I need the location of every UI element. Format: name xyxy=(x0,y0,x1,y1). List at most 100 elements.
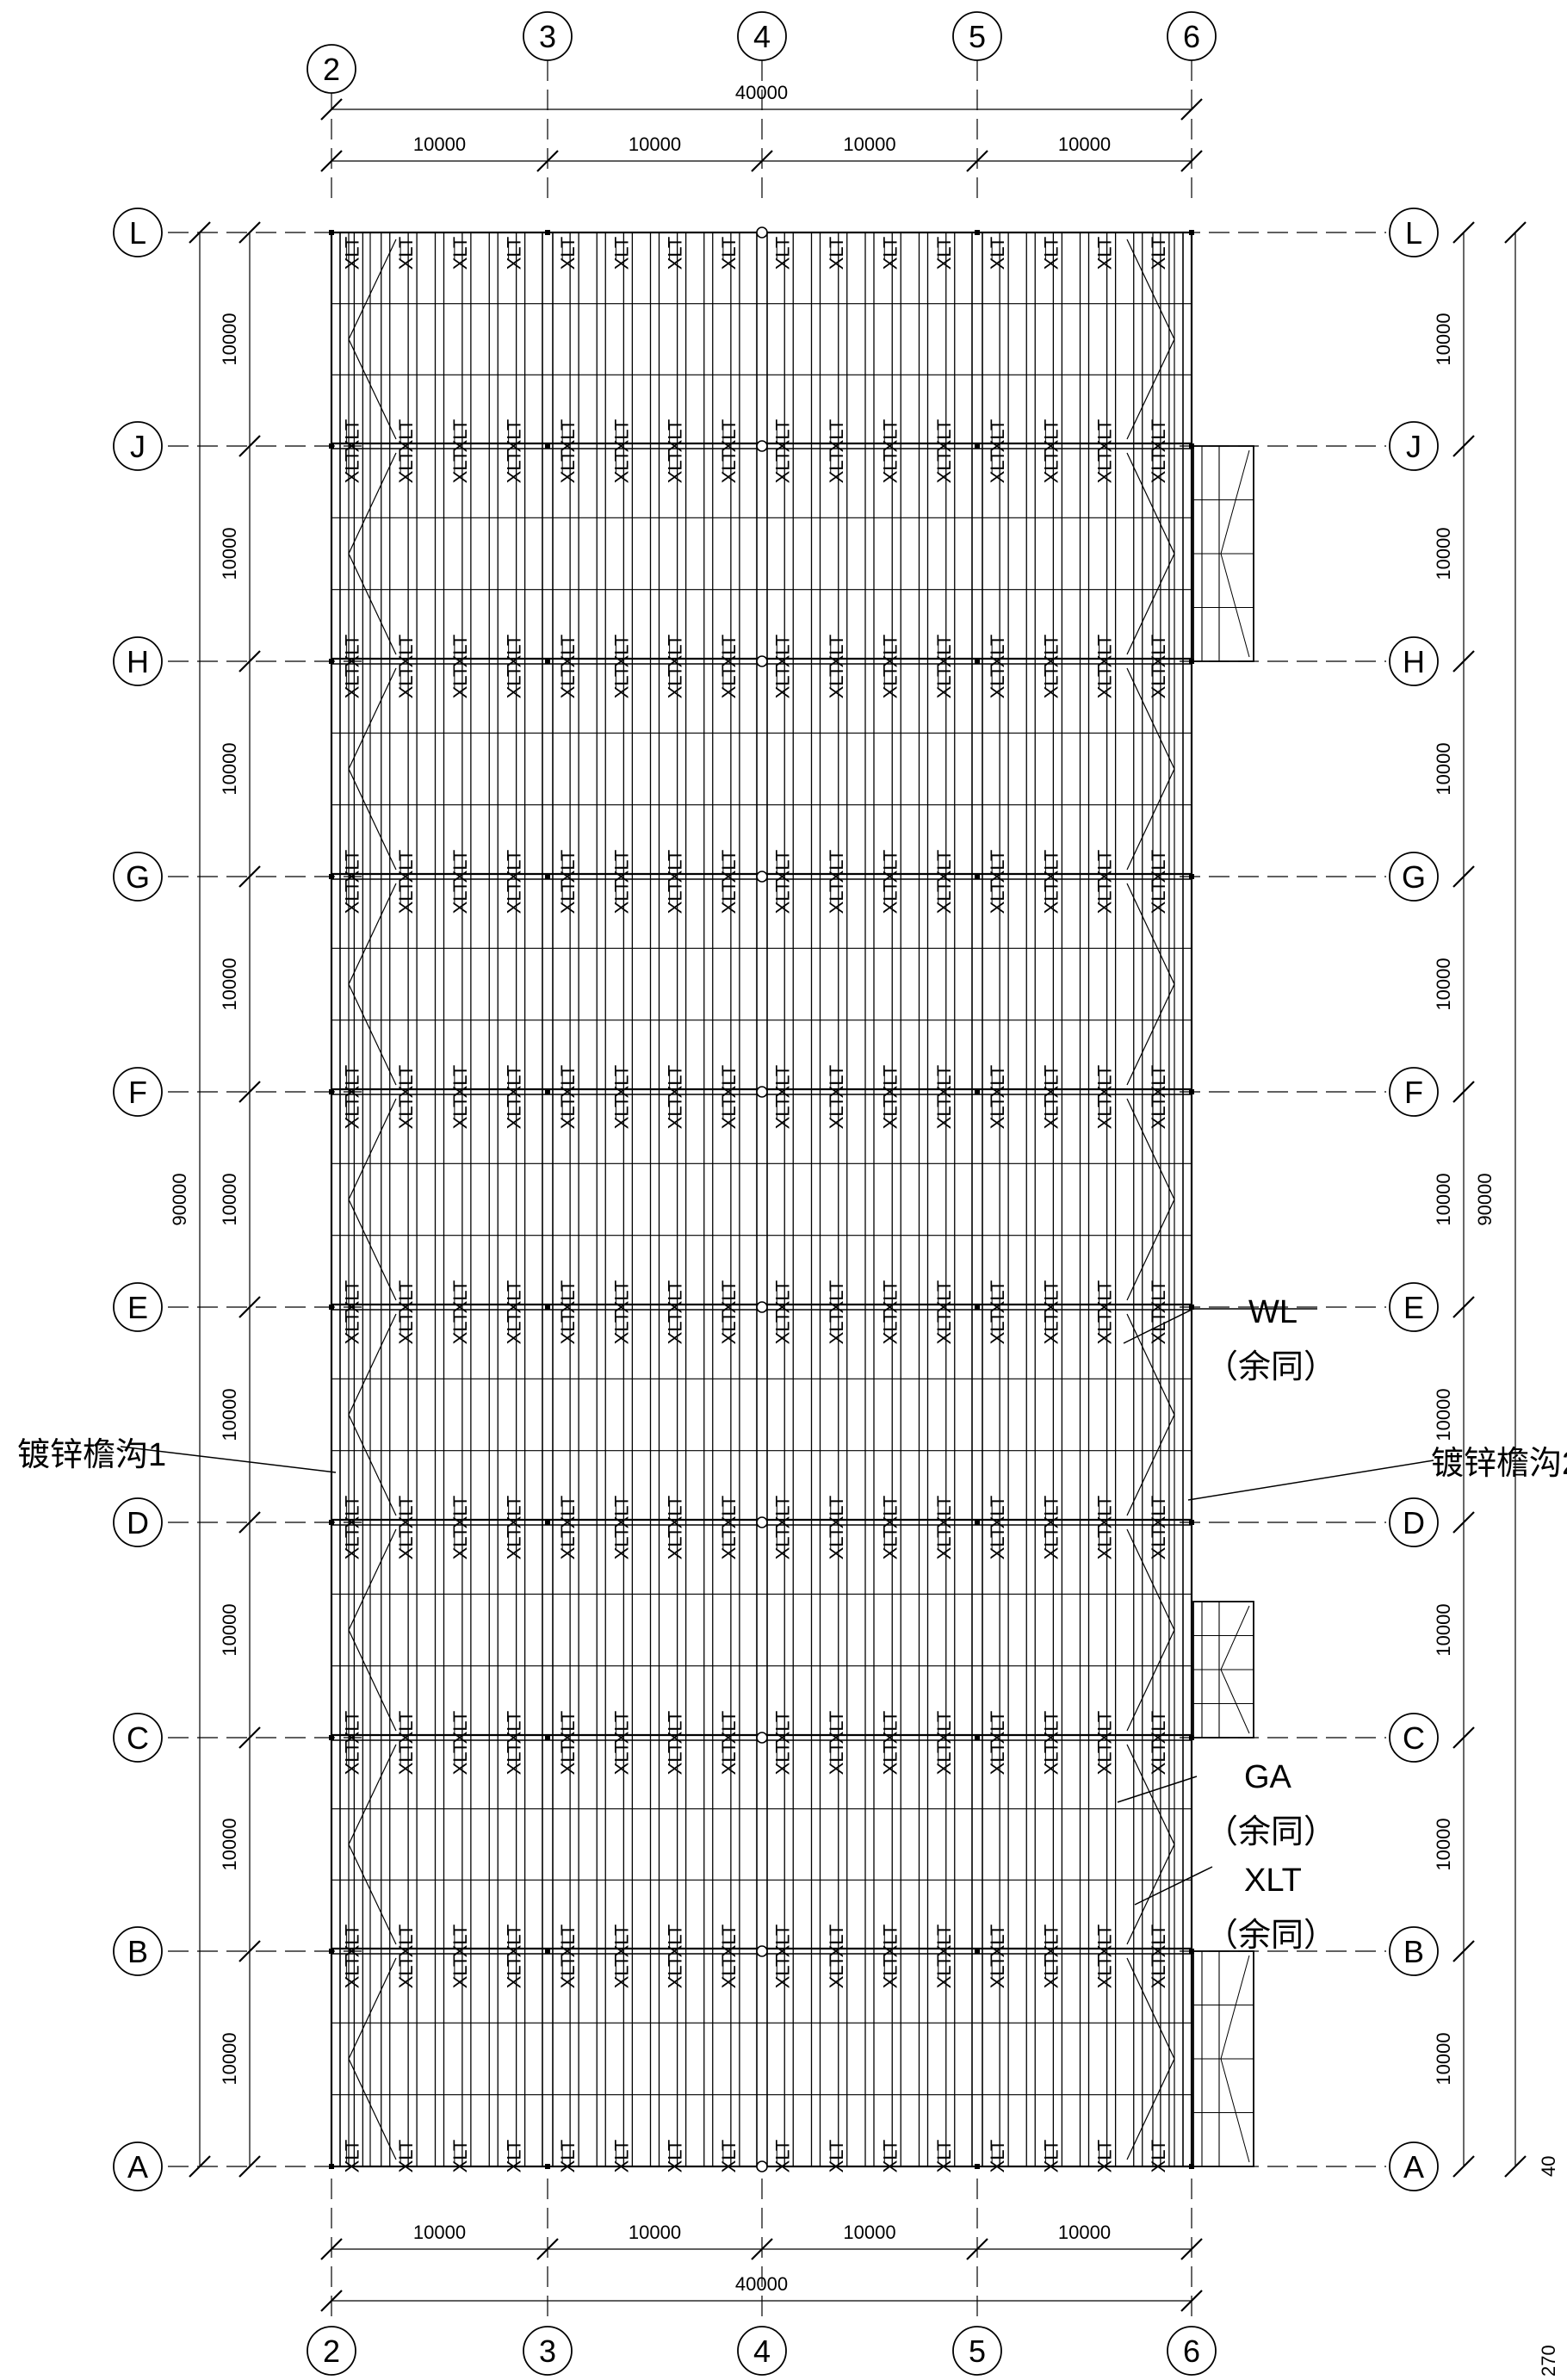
dim-left-bay: 10000 xyxy=(219,313,240,365)
purlin-tag-text: XLT xyxy=(395,1924,417,1958)
purlin-tag-text: XLT xyxy=(504,881,525,914)
purlin-tag-text: XLT xyxy=(1094,450,1116,484)
dim-tick xyxy=(238,1081,261,1103)
purlin-tag-text: XLT xyxy=(1148,1527,1169,1560)
purlin-tag-text: XLT xyxy=(665,1280,686,1314)
purlin-tag-text: XLT xyxy=(879,850,901,883)
dim-tick xyxy=(1180,150,1203,172)
purlin-tag-text: XLT xyxy=(1040,1065,1062,1099)
purlin-tag-text: XLT xyxy=(449,1280,471,1314)
purlin-tag-text: XLT xyxy=(718,1711,740,1745)
dim-bottom-bay: 10000 xyxy=(629,2222,681,2243)
purlin-tag-text: XLT xyxy=(826,1924,847,1958)
dim-tick xyxy=(1452,1511,1475,1534)
purlin-tag-text: XLT xyxy=(610,2140,632,2173)
purlin-tag-text: XLT xyxy=(395,450,417,484)
purlin-tag-text: XLT xyxy=(504,1065,525,1099)
purlin-tag-text: XLT xyxy=(504,419,525,453)
axis-bubble-right-F: F xyxy=(1389,1067,1439,1117)
purlin-tag-text: XLT xyxy=(665,1527,686,1560)
axis-bubble-bottom-3-circle xyxy=(523,2326,573,2376)
brace-left xyxy=(348,667,397,871)
purlin-tag-text: XLT xyxy=(933,419,955,453)
purlin-tag-text: XLT xyxy=(1040,881,1062,914)
purlin-tag: XLT xyxy=(665,1496,686,1529)
column-node xyxy=(329,1735,334,1740)
purlin-tag-text: XLT xyxy=(610,1065,632,1099)
purlin-tag: XLT xyxy=(1094,2140,1116,2173)
purlin-tag: XLT xyxy=(1040,1955,1062,1989)
purlin-tag-text: XLT xyxy=(610,881,632,914)
axis-bubble-bottom-6: 6 xyxy=(1167,2326,1217,2376)
purlin-tag: XLT xyxy=(395,1711,417,1745)
purlin-tag-text: XLT xyxy=(610,635,632,668)
purlin-tag-text: XLT xyxy=(771,419,793,453)
purlin-tag: XLT xyxy=(879,2140,901,2173)
purlin-tag-text: XLT xyxy=(341,1711,362,1745)
purlin-tag: XLT xyxy=(504,419,525,453)
purlin-tag: XLT xyxy=(1094,1955,1116,1989)
axis-bubble-right-C-label: C xyxy=(1403,1720,1425,1756)
purlin-tag: XLT xyxy=(665,1311,686,1345)
column-node xyxy=(1189,659,1194,664)
purlin-tag-text: XLT xyxy=(987,1742,1008,1776)
purlin-tag: XLT xyxy=(987,419,1008,453)
purlin-tag: XLT xyxy=(395,666,417,699)
purlin-tag-text: XLT xyxy=(557,1280,579,1314)
xlt-note: （余同） xyxy=(1205,1918,1336,1954)
dim-tick xyxy=(536,150,559,172)
purlin-tag-text: XLT xyxy=(879,1924,901,1958)
purlin-tag: XLT xyxy=(395,1496,417,1529)
purlin-tag: XLT xyxy=(1148,1955,1169,1989)
dim-right-bay: 10000 xyxy=(1433,1818,1454,1870)
purlin-tag-text: XLT xyxy=(1040,1280,1062,1314)
axis-bubble-bottom-4: 4 xyxy=(737,2326,787,2376)
purlin-tag: XLT xyxy=(933,666,955,699)
purlin-tag: XLT xyxy=(341,850,362,883)
dim-tick xyxy=(1452,1940,1475,1962)
axis-bubble-left-A-circle xyxy=(113,2141,163,2191)
purlin-tag: XLT xyxy=(395,2140,417,2173)
purlin-tag: XLT xyxy=(1148,1527,1169,1560)
purlin-tag-text: XLT xyxy=(557,1096,579,1130)
purlin-tag-text: XLT xyxy=(1148,1065,1169,1099)
column-node xyxy=(545,230,550,235)
purlin-tag: XLT xyxy=(987,1955,1008,1989)
purlin-tag-text: XLT xyxy=(557,1924,579,1958)
purlin-tag-text: XLT xyxy=(341,1280,362,1314)
purlin-tag-text: XLT xyxy=(826,1065,847,1099)
axis-bubble-left-F: F xyxy=(113,1067,163,1117)
purlin-tag: XLT xyxy=(557,881,579,914)
purlin-tag-text: XLT xyxy=(771,1742,793,1776)
purlin-tag-text: XLT xyxy=(557,1496,579,1529)
purlin-tag: XLT xyxy=(933,1065,955,1099)
gutter-right-label: 镀锌檐沟2 xyxy=(1431,1446,1567,1482)
purlin-tag-text: XLT xyxy=(1148,881,1169,914)
axis-bubble-left-C-label: C xyxy=(127,1720,149,1756)
purlin-tag: XLT xyxy=(879,1096,901,1130)
purlin-tag: XLT xyxy=(557,419,579,453)
purlin-tag-text: XLT xyxy=(557,1742,579,1776)
purlin-tag-text: XLT xyxy=(826,1311,847,1345)
purlin-tag-text: XLT xyxy=(665,666,686,699)
purlin-tag-text: XLT xyxy=(557,450,579,484)
purlin-tag-text: XLT xyxy=(665,1311,686,1345)
purlin-tag: XLT xyxy=(987,666,1008,699)
axis-bubble-bottom-3-label: 3 xyxy=(539,2334,556,2369)
purlin-tag-text: XLT xyxy=(933,1065,955,1099)
axis-bubble-right-F-circle xyxy=(1389,1067,1439,1117)
dim-left-bay: 10000 xyxy=(219,1388,240,1441)
dim-tick xyxy=(189,221,211,244)
purlin-tag: XLT xyxy=(1040,237,1062,270)
axis-bubble-right-A-label: A xyxy=(1403,2149,1424,2185)
purlin-tag-text: XLT xyxy=(987,237,1008,270)
purlin-tag: XLT xyxy=(341,1955,362,1989)
dim-tick xyxy=(320,150,343,172)
purlin-tag: XLT xyxy=(449,1742,471,1776)
purlin-tag: XLT xyxy=(449,450,471,484)
purlin-tag-text: XLT xyxy=(1040,1496,1062,1529)
dim-left-total: 90000 xyxy=(169,1173,190,1225)
ga-note: （余同） xyxy=(1205,1814,1336,1850)
purlin-tag: XLT xyxy=(557,1711,579,1745)
